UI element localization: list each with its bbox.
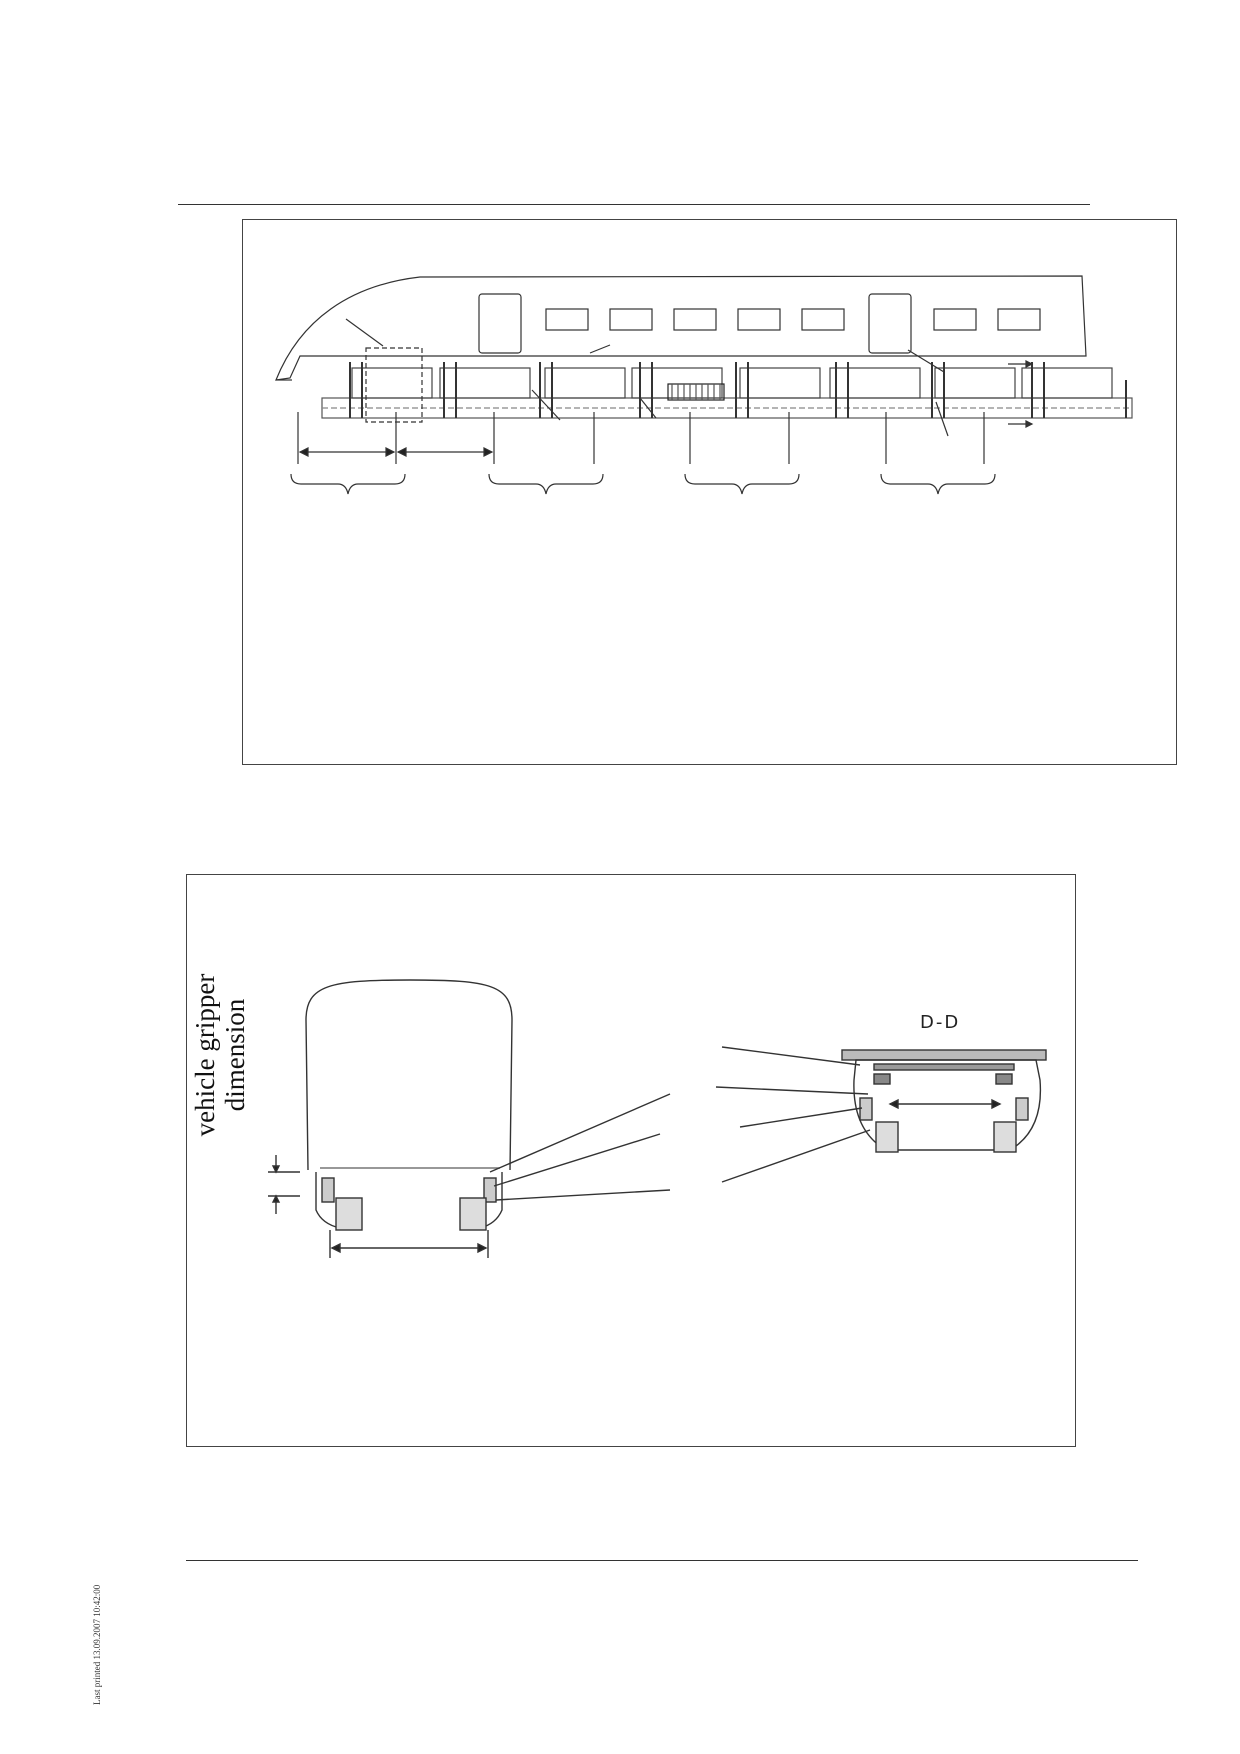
section-label: D-D — [920, 1012, 961, 1033]
window — [545, 308, 589, 331]
window — [801, 308, 845, 331]
window — [737, 308, 781, 331]
cross-section-frame — [186, 874, 1076, 1447]
brace — [880, 473, 996, 495]
last-printed-footer: Last printed 13.09.2007 10:42:00 — [92, 1584, 102, 1705]
window — [609, 308, 653, 331]
detail-box — [365, 347, 423, 423]
vehicle-body — [275, 275, 1087, 381]
train-side-view-frame — [242, 219, 1177, 765]
brace — [684, 473, 800, 495]
vehicle-cross-section — [268, 979, 671, 1258]
footer-rule — [186, 1560, 1138, 1561]
section-d-d — [715, 1046, 1047, 1183]
door-window-rear — [868, 293, 912, 354]
brace — [290, 473, 406, 495]
window — [933, 308, 977, 331]
window — [997, 308, 1041, 331]
window — [673, 308, 717, 331]
brace — [488, 473, 604, 495]
header-rule — [178, 204, 1090, 205]
vehicle-gripper-dimension-label: vehicle gripper dimension — [190, 973, 250, 1137]
door-window-front — [478, 293, 522, 354]
